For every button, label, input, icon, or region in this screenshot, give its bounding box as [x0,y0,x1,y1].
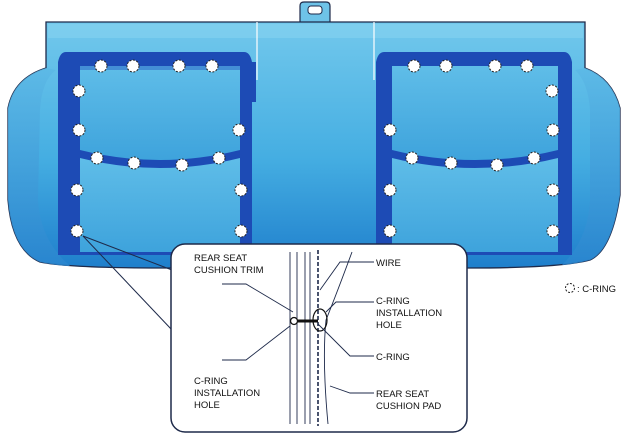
callout-leader [82,235,173,331]
c-ring-marker [70,183,84,197]
c-ring-marker [439,59,453,73]
label-wire: WIRE [376,258,401,269]
right-seat-channel [376,52,572,255]
legend: : C-RING [565,283,616,295]
c-ring-marker [527,151,541,165]
c-ring-hole-left [289,316,299,326]
c-ring-marker [175,158,189,172]
c-ring-marker [126,59,140,73]
c-ring-marker [90,151,104,165]
hanger-tab [299,1,331,25]
c-ring-marker [70,224,84,238]
c-ring-marker [72,84,86,98]
c-ring-marker [127,156,141,170]
cushion-pad-curve [323,251,353,425]
c-ring-marker [407,59,421,73]
c-ring-markers [70,59,560,238]
c-ring-marker [405,151,419,165]
legend-label: : C-RING [577,284,616,295]
c-ring-marker [234,224,248,238]
c-ring-marker [444,156,458,170]
c-ring-marker [232,123,246,137]
c-ring-marker [72,123,86,137]
left-seat-channel [58,52,256,255]
c-ring-marker [490,158,504,172]
label-rear-seat-cushion-pad: REAR SEAT CUSHION PAD [376,389,441,412]
trim-layers [289,252,311,424]
c-ring-marker [383,123,397,137]
c-ring-hole-right [312,308,328,332]
c-ring-marker [545,84,559,98]
label-c-ring-installation-hole-left: C-RING INSTALLATION HOLE [194,376,263,411]
c-ring-marker [234,183,248,197]
label-rear-seat-cushion-trim: REAR SEAT CUSHION TRIM [194,253,264,276]
c-ring-marker [488,59,502,73]
c-ring-marker [172,59,186,73]
c-ring-marker [383,183,397,197]
c-ring-marker [94,59,108,73]
detail-callout-box: REAR SEAT CUSHION TRIM WIRE C-RING INSTA… [170,243,468,433]
c-ring-marker [546,123,560,137]
c-ring-marker [520,59,534,73]
c-ring-marker [546,183,560,197]
c-ring-marker [205,59,219,73]
label-c-ring-installation-hole-right: C-RING INSTALLATION HOLE [376,296,445,331]
c-ring-marker [383,224,397,238]
label-c-ring: C-RING [376,352,410,363]
c-ring-marker [212,151,226,165]
label-leaders [222,261,374,394]
dashed-circle-icon [565,283,575,293]
c-ring-marker [546,224,560,238]
